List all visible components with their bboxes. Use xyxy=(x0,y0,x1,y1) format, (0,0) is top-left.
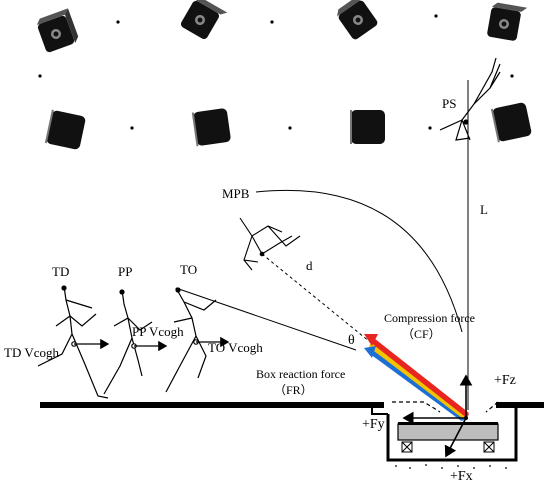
box-frame-6 xyxy=(191,108,231,147)
l-label: L xyxy=(480,202,488,217)
fr-blue-arrowhead xyxy=(364,346,376,358)
cf-red-vector xyxy=(369,337,469,417)
cf-title: Compression force xyxy=(384,311,475,325)
td-stick-figure xyxy=(37,285,109,399)
box-frame-4 xyxy=(487,2,528,41)
ps-label: PS xyxy=(442,96,456,111)
box-rotation-sequence xyxy=(36,0,532,150)
pp-label: PP xyxy=(118,264,132,279)
td-vcogh-label: TD Vcogh xyxy=(4,345,60,360)
sequence-dot xyxy=(130,126,134,130)
fx-label: +Fx xyxy=(450,469,473,484)
box-frame-7 xyxy=(350,110,385,144)
mpb-label: MPB xyxy=(222,186,250,201)
box-frame-1 xyxy=(36,8,79,53)
force-origin xyxy=(464,416,468,420)
fy-label: +Fy xyxy=(362,417,385,432)
box-frame-3 xyxy=(337,0,378,40)
to-trajectory-line xyxy=(175,287,357,351)
pp-stick-figure xyxy=(103,289,153,395)
sequence-dot xyxy=(510,74,514,78)
force-platform xyxy=(392,401,507,469)
sequence-dot xyxy=(288,126,292,130)
box-frame-2 xyxy=(180,0,228,40)
theta-label: θ xyxy=(348,333,355,348)
sequence-dot xyxy=(270,20,274,24)
sequence-dot xyxy=(38,74,42,78)
swing-arc xyxy=(255,189,463,333)
to-stick-figure xyxy=(165,287,217,393)
to-label: TO xyxy=(180,262,197,277)
fr-abbr: （FR） xyxy=(274,383,313,397)
to-vcogh-label: TO Vcogh xyxy=(208,340,263,355)
box-frame-8 xyxy=(490,102,532,143)
fr-title: Box reaction force xyxy=(256,367,345,381)
force-vectors xyxy=(364,334,469,421)
mpb-stick-figure xyxy=(239,217,301,271)
ground-surface xyxy=(40,402,544,462)
sequence-dot xyxy=(116,20,120,24)
cf-abbr: （CF） xyxy=(402,327,441,341)
box-frame-5 xyxy=(44,109,86,150)
cf-red-arrowhead xyxy=(364,334,378,346)
d-label: d xyxy=(306,258,313,273)
yellow-vector xyxy=(369,343,467,419)
pp-vcogh-label: PP Vcogh xyxy=(132,324,184,339)
sequence-dot xyxy=(434,14,438,18)
fx-axis-arrow xyxy=(444,417,467,458)
fr-blue-vector xyxy=(369,349,465,421)
sequence-dot xyxy=(428,126,432,130)
td-label: TD xyxy=(52,264,69,279)
fz-label: +Fz xyxy=(494,373,516,388)
